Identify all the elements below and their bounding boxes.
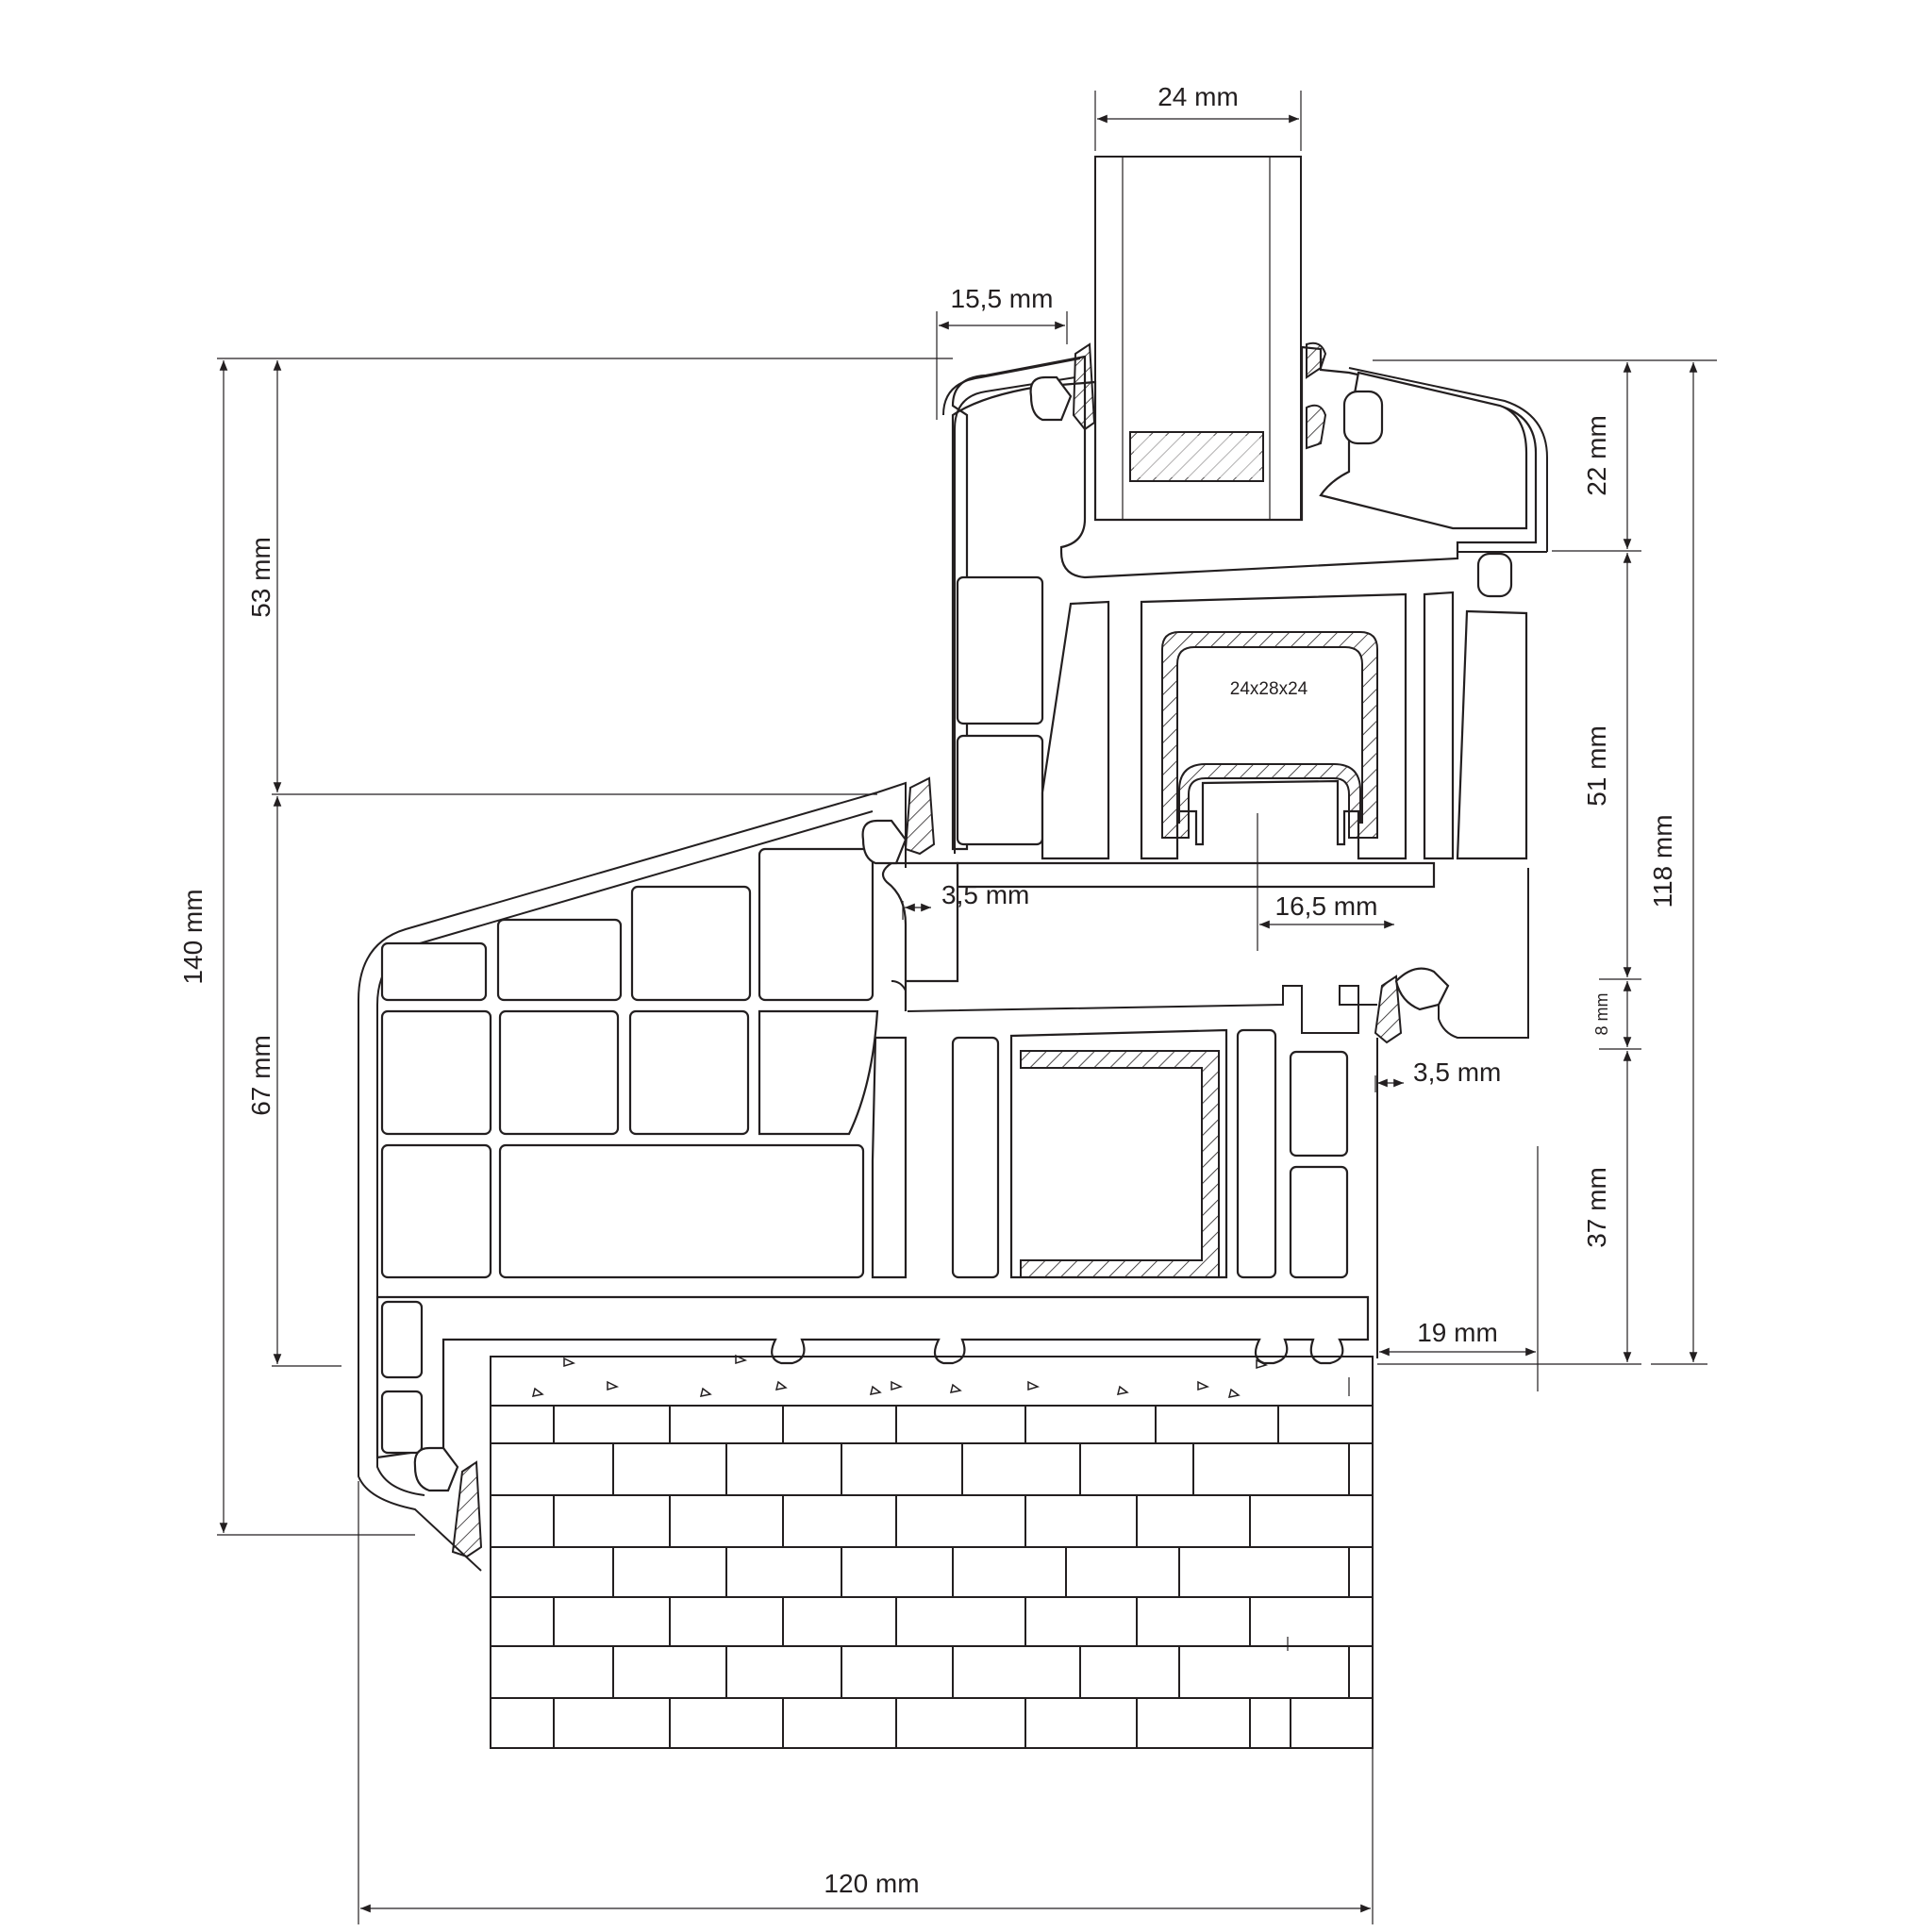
sash-steel-reinforcement: 24x28x24 — [1161, 631, 1378, 839]
dimension-labels: 24 mm 15,5 mm 3,5 mm 16,5 mm 3,5 mm 19 m… — [178, 82, 1677, 1898]
frame-steel-reinforcement — [1020, 1050, 1220, 1278]
dim-small-8: 8 mm — [1592, 993, 1611, 1036]
dim-glass-width: 24 mm — [1158, 82, 1239, 111]
dim-frame-118: 118 mm — [1648, 814, 1677, 908]
dim-left-67: 67 mm — [246, 1035, 275, 1116]
wall-section — [490, 1354, 1374, 1749]
gaskets — [413, 341, 1450, 1558]
dim-overhang: 19 mm — [1417, 1318, 1498, 1347]
dim-total-width: 120 mm — [824, 1869, 919, 1898]
plaster-layer — [531, 1354, 1269, 1398]
dim-depth: 16,5 mm — [1275, 891, 1378, 921]
dimension-lines — [217, 91, 1717, 1924]
dim-gap-right: 3,5 mm — [1413, 1058, 1501, 1087]
dim-low-37: 37 mm — [1582, 1167, 1611, 1248]
glass-pane — [1094, 156, 1302, 521]
dim-sash-offset: 15,5 mm — [951, 284, 1054, 313]
dim-left-53: 53 mm — [246, 537, 275, 618]
dim-left-140: 140 mm — [178, 889, 208, 984]
steel-size-label: 24x28x24 — [1230, 679, 1308, 699]
dim-gap-left: 3,5 mm — [941, 880, 1029, 909]
frame-profile — [358, 781, 1529, 1572]
dim-top-22: 22 mm — [1582, 415, 1611, 496]
dim-mid-51: 51 mm — [1582, 725, 1611, 807]
